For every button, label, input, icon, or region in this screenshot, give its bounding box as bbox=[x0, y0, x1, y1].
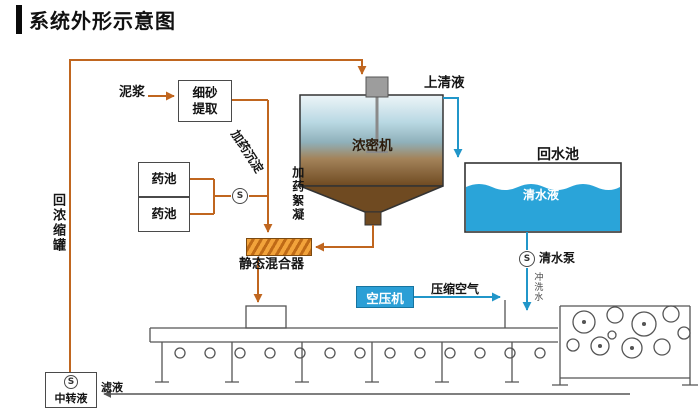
pump-icon: S bbox=[232, 188, 248, 204]
return-pool-tank bbox=[464, 162, 622, 233]
filtrate-label: 滤液 bbox=[101, 381, 123, 394]
flush-water-label: 冲洗水 bbox=[532, 272, 543, 302]
dosing-flocculation-label: 加药絮凝 bbox=[290, 166, 305, 222]
thickener-label: 浓密机 bbox=[352, 138, 393, 154]
motor bbox=[365, 76, 389, 98]
page-title: 系统外形示意图 bbox=[16, 5, 176, 34]
slurry-pipes bbox=[69, 59, 374, 372]
return-concentrate-tank-label: 回浓缩罐 bbox=[49, 193, 65, 253]
pump-icon: S bbox=[519, 251, 535, 267]
mud-label: 泥浆 bbox=[119, 85, 146, 100]
supernatant-label: 上清液 bbox=[424, 75, 465, 91]
compressed-air-label: 压缩空气 bbox=[431, 282, 480, 296]
chem-pool-box-2: 药池 bbox=[138, 197, 190, 232]
return-pool-label: 回水池 bbox=[537, 147, 579, 163]
chem-pool-box-1: 药池 bbox=[138, 162, 190, 197]
thickener-tank bbox=[299, 76, 444, 226]
belt-filter-press bbox=[149, 300, 698, 386]
sand-extraction-box: 细砂提取 bbox=[178, 80, 232, 122]
static-mixer bbox=[246, 238, 312, 256]
feed-hopper bbox=[245, 305, 287, 329]
transfer-tank-box: S 中转液 bbox=[45, 372, 97, 408]
static-mixer-label: 静态混合器 bbox=[239, 257, 305, 272]
chem-pool-label: 药池 bbox=[151, 171, 177, 187]
press-rollers bbox=[566, 305, 691, 359]
clear-water-label: 清水液 bbox=[523, 188, 560, 202]
sand-extraction-label: 细砂提取 bbox=[192, 84, 218, 116]
air-compressor-box: 空压机 bbox=[356, 286, 414, 308]
clear-water-pump-label: 清水泵 bbox=[539, 251, 576, 265]
water-pipes bbox=[414, 97, 532, 311]
pump-icon: S bbox=[64, 374, 78, 389]
transfer-liquid-label: 中转液 bbox=[54, 391, 88, 405]
air-compressor-label: 空压机 bbox=[366, 290, 404, 306]
chem-pool-label: 药池 bbox=[151, 206, 177, 222]
